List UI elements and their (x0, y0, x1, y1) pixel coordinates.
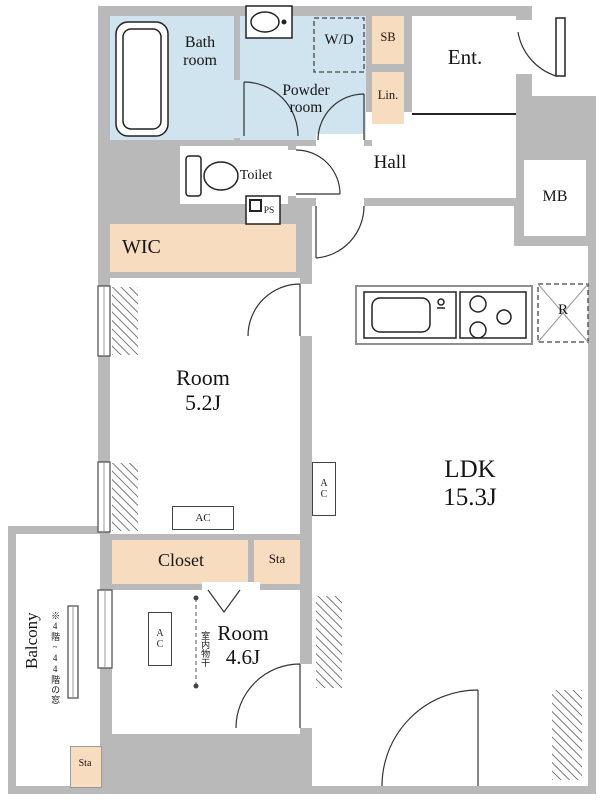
label-sb: SB (380, 30, 396, 44)
room-balcony (16, 534, 100, 786)
label-mb: MB (542, 188, 568, 205)
label-window-note: ※4階~44階の窓 (50, 611, 61, 705)
opening-front-door (512, 20, 536, 74)
label-toilet: Toilet (239, 168, 273, 183)
room-mb (524, 160, 586, 236)
label-bathroom: Bath room (183, 34, 217, 69)
opening-hall-ldk (316, 192, 364, 208)
ac-label: AC (154, 628, 166, 650)
box-lin (372, 72, 404, 124)
label-wic: WIC (122, 236, 161, 258)
box-closet (112, 540, 248, 584)
label-closet: Closet (157, 550, 204, 570)
opening-bath-powder (232, 80, 244, 138)
ac-unit-ldk: AC (312, 462, 336, 516)
opening-ldk-room52 (296, 284, 316, 336)
label-wd: W/D (324, 32, 354, 48)
ac-unit-room46: AC (148, 612, 172, 666)
label-sta-upper: Sta (268, 551, 286, 566)
ac-unit-room52: AC (172, 506, 234, 530)
label-powder: Powder room (282, 82, 330, 117)
room-entrance (412, 16, 516, 112)
label-room52: Room 5.2J (176, 365, 230, 415)
label-hall: Hall (373, 152, 407, 173)
window-hatch-ldk-bottom (552, 690, 582, 780)
box-sta-balcony (70, 746, 102, 788)
label-sta-balcony: Sta (78, 758, 92, 769)
box-sb (372, 16, 404, 64)
opening-closet-room46 (202, 582, 260, 592)
window-hatch-room52-bottom (112, 463, 138, 531)
window-hatch-room52-top (112, 287, 138, 355)
label-fridge: R (557, 302, 568, 318)
label-laundry-note: 室内物干 (200, 631, 211, 667)
room-ldk (312, 246, 588, 786)
box-sta-upper (254, 540, 300, 584)
window-hatch-ldk-left (316, 596, 342, 688)
label-ps: PS (263, 206, 275, 216)
ac-label: AC (195, 512, 211, 524)
label-lin: Lin. (377, 88, 399, 102)
room-ldk-upper (312, 206, 514, 246)
label-balcony: Balcony (22, 612, 41, 670)
box-wic (110, 224, 296, 272)
opening-toilet-hall (286, 150, 298, 196)
label-entrance: Ent. (447, 45, 483, 69)
opening-ldk-room46 (296, 664, 316, 728)
ac-label: AC (318, 478, 330, 500)
opening-powder-hall (316, 134, 364, 146)
label-room46: Room 4.6J (217, 621, 269, 669)
label-ldk: LDK 15.3J (443, 456, 497, 511)
